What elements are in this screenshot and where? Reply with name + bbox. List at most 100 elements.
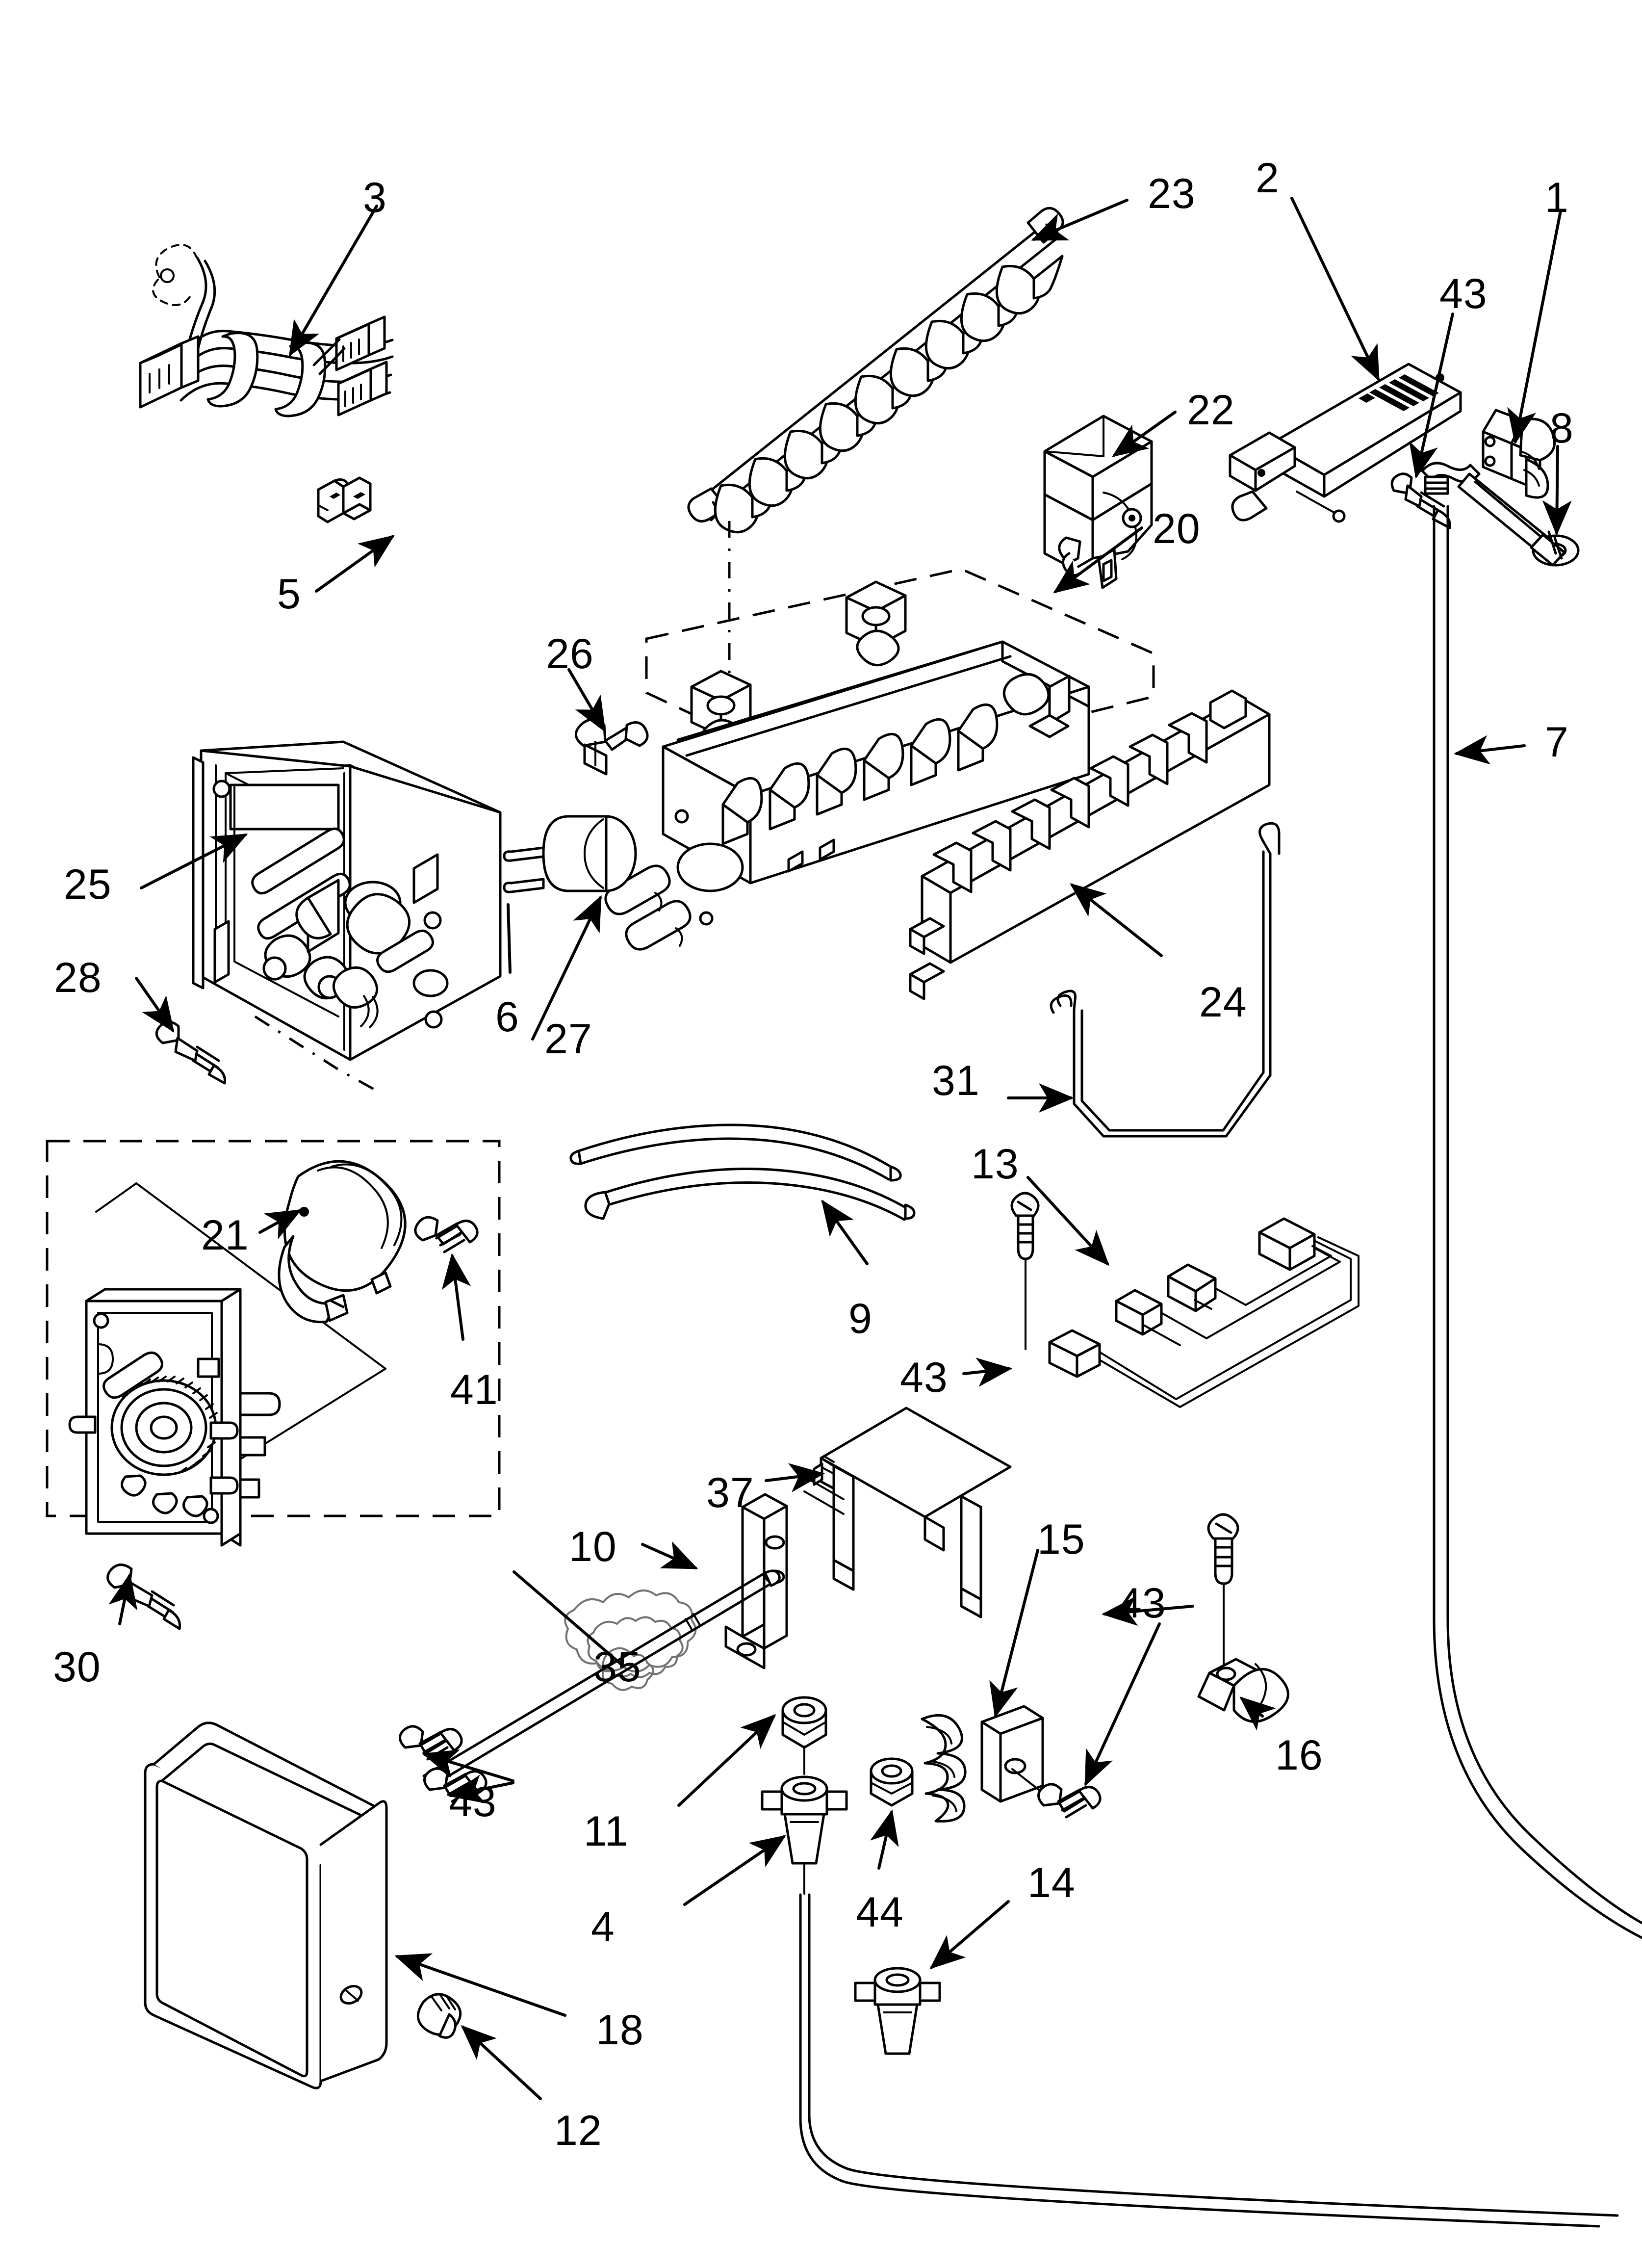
- part-nut-44: [870, 1757, 914, 1807]
- part-compression-fitting-4: [761, 1775, 848, 1895]
- part-screw-30: [106, 1564, 181, 1630]
- leader-10: [641, 1541, 698, 1569]
- part-auger: [687, 207, 1064, 697]
- leader-43-near15: [1084, 1596, 1194, 1787]
- callout-12[interactable]: 12: [554, 2107, 602, 2154]
- leader-43-top: [1409, 313, 1454, 479]
- callout-30[interactable]: 30: [53, 1643, 101, 1691]
- leader-23: [1031, 199, 1129, 241]
- part-motor-cover: [278, 1160, 407, 1324]
- leader-28: [135, 977, 175, 1033]
- callout-43-mid[interactable]: 43: [900, 1354, 948, 1401]
- part-screw-43-near15: [1037, 1783, 1102, 1819]
- callout-16[interactable]: 16: [1275, 1732, 1323, 1779]
- callout-18[interactable]: 18: [596, 2007, 644, 2054]
- part-ejector-comb: [909, 689, 1271, 1000]
- part-nut-11: [781, 1696, 827, 1775]
- leader-3: [288, 205, 378, 357]
- callout-26[interactable]: 26: [546, 630, 594, 678]
- part-motor-plate: [68, 1288, 281, 1547]
- callout-27[interactable]: 27: [544, 1016, 592, 1063]
- part-tube-fitting: [1421, 462, 1566, 567]
- leader-43-mid: [962, 1357, 1012, 1387]
- leader-6: [507, 903, 512, 974]
- leader-37: [765, 1463, 825, 1492]
- leader-16: [1239, 1696, 1276, 1731]
- callout-43-top[interactable]: 43: [1439, 270, 1488, 317]
- leader-14: [929, 1900, 1010, 1969]
- part-module-housing: [192, 740, 502, 1061]
- callout-35[interactable]: 35: [593, 1643, 641, 1691]
- callout-37[interactable]: 37: [706, 1469, 754, 1516]
- part-wiring-harness: [1048, 1217, 1360, 1408]
- leader-30: [108, 1573, 138, 1625]
- part-clip: [317, 476, 372, 523]
- leader-20: [1053, 526, 1143, 594]
- callout-43-near15[interactable]: 43: [1118, 1580, 1166, 1627]
- leader-4: [683, 1835, 786, 1906]
- part-screw-41: [414, 1216, 479, 1253]
- part-fill-tube-9: [569, 1123, 916, 1221]
- leader-44: [870, 1809, 899, 1870]
- callout-41[interactable]: 41: [450, 1366, 498, 1413]
- callout-3[interactable]: 3: [363, 174, 387, 221]
- callout-7[interactable]: 7: [1545, 719, 1569, 766]
- leader-21: [258, 1209, 302, 1240]
- leader-41: [441, 1253, 471, 1341]
- part-lower-water-tube: [799, 1893, 1619, 2228]
- callout-5[interactable]: 5: [277, 571, 301, 618]
- part-screw-43-mid: [1010, 1192, 1040, 1350]
- part-screw-28: [155, 1020, 227, 1085]
- leader-11: [677, 1714, 776, 1807]
- callout-2[interactable]: 2: [1256, 155, 1280, 202]
- part-module-cover: [1229, 363, 1462, 523]
- leader-8: [1542, 445, 1572, 536]
- callout-15[interactable]: 15: [1037, 1516, 1085, 1563]
- callout-13[interactable]: 13: [971, 1141, 1019, 1188]
- callout-6[interactable]: 6: [495, 993, 519, 1041]
- callout-1[interactable]: 1: [1545, 174, 1569, 221]
- part-wire-harness: [139, 244, 394, 417]
- part-mounting-bracket: [724, 1407, 1012, 1669]
- callout-43-pair[interactable]: 43: [449, 1778, 497, 1825]
- callout-22[interactable]: 22: [1187, 387, 1235, 434]
- callout-24[interactable]: 24: [1199, 979, 1247, 1026]
- leader-24: [1070, 883, 1163, 957]
- callout-44[interactable]: 44: [856, 1889, 904, 1936]
- callout-9[interactable]: 9: [848, 1295, 872, 1342]
- part-tube-clamp: [1197, 1513, 1289, 1723]
- callout-8[interactable]: 8: [1550, 405, 1574, 452]
- callout-20[interactable]: 20: [1153, 505, 1201, 552]
- leader-2: [1290, 197, 1380, 382]
- enclosure-ice-mold: [645, 568, 1155, 779]
- leader-27: [531, 895, 602, 1041]
- callout-31[interactable]: 31: [932, 1057, 980, 1104]
- leader-12: [461, 2025, 542, 2100]
- part-clamp-plate: [921, 1705, 1045, 1823]
- part-plug-button: [416, 1993, 462, 2039]
- callout-10[interactable]: 10: [569, 1523, 617, 1570]
- callout-11[interactable]: 11: [584, 1808, 629, 1855]
- leader-5: [315, 535, 395, 593]
- callout-23[interactable]: 23: [1148, 170, 1196, 217]
- part-compression-fitting-14: [854, 1967, 941, 2055]
- leader-35: [513, 1570, 622, 1666]
- part-motor-27: [503, 815, 637, 893]
- callout-21[interactable]: 21: [201, 1212, 249, 1259]
- callout-28[interactable]: 28: [54, 954, 102, 1001]
- callout-14[interactable]: 14: [1027, 1859, 1076, 1906]
- leader-43-pair: [422, 1749, 514, 1804]
- leader-26: [567, 668, 606, 733]
- part-ice-mold: [604, 580, 1090, 951]
- part-shutoff-arm: [1050, 822, 1281, 1138]
- leader-25: [140, 834, 248, 889]
- leader-15: [989, 1549, 1039, 1718]
- callout-25[interactable]: 25: [64, 861, 112, 908]
- leader-22: [1112, 411, 1177, 457]
- callout-4[interactable]: 4: [591, 1903, 615, 1951]
- part-fill-tube-rod: [422, 1569, 781, 1788]
- leader-7: [1454, 735, 1526, 765]
